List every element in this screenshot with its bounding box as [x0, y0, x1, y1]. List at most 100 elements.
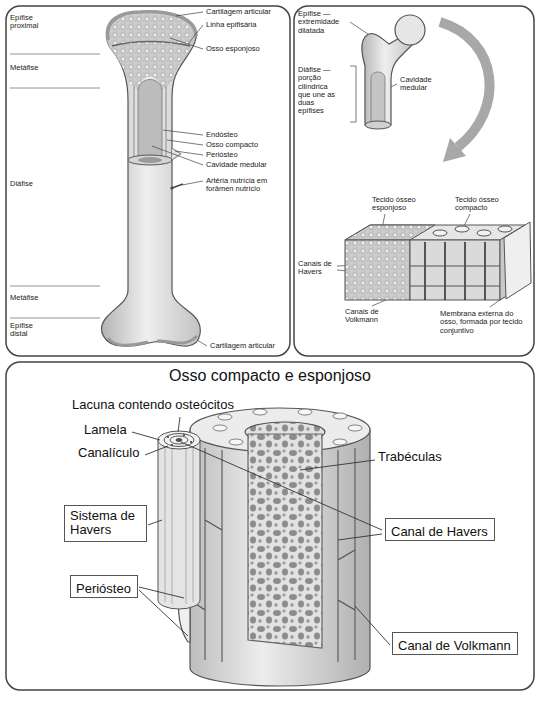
osteon — [158, 431, 200, 609]
anatomy-label: Diáfise — porção cilíndrica que une as d… — [298, 66, 342, 116]
bone-cylinder-part-part — [218, 414, 232, 420]
bottom-leaders-part — [139, 590, 188, 636]
part-label: Lamela — [84, 423, 127, 437]
long-bone-part — [112, 42, 190, 47]
curved-arrow-part — [443, 138, 466, 162]
label-slot: Periósteo — [206, 151, 238, 159]
osteon-part — [167, 434, 192, 446]
zone-dividers-part — [10, 286, 100, 287]
leader-lines-part — [175, 151, 203, 155]
leader-lines-part — [163, 130, 203, 135]
box-text: Periósteo — [76, 582, 131, 596]
zone-dividers-part — [10, 54, 100, 55]
zone-dividers — [10, 54, 100, 318]
label-slot: Canais de Volkmann — [345, 308, 393, 325]
bone-cylinder — [178, 408, 370, 686]
bone-tissue-block-part-part — [433, 230, 447, 236]
osteon-part-part — [165, 446, 166, 602]
label-slot: Artéria nutrícia em forâmen nutrício — [206, 177, 286, 194]
label-slot: Epífise — extremidade dilatada — [298, 10, 348, 35]
bone-tissue-block-part — [410, 266, 500, 286]
bone-cylinder-part-part — [338, 550, 355, 560]
anatomy-label: Osso esponjoso — [206, 45, 260, 53]
label-box: Canal de Havers — [385, 518, 495, 541]
bone-cylinder-part-part — [354, 448, 355, 660]
long-bone — [102, 12, 201, 346]
bone-tissue-block-part-part — [424, 242, 426, 300]
label-slot: Linha epifisária — [206, 21, 256, 29]
long-bone-part — [166, 86, 167, 160]
osteon-part-part — [167, 436, 169, 438]
label-slot: Metáfise — [10, 64, 38, 72]
bone-cylinder-part-part — [213, 425, 227, 431]
long-bone-part — [134, 86, 135, 160]
label-slot: Lacuna contendo osteócitos — [72, 398, 234, 412]
anatomy-label: Metáfise — [10, 64, 38, 72]
osteon-part — [164, 434, 194, 447]
bone-cylinder-part — [190, 520, 355, 610]
anatomy-label: Cartilagem articular — [206, 8, 271, 16]
anatomy-label: Canais de Havers — [298, 260, 336, 277]
femur-head-part — [365, 121, 391, 129]
osteon-part — [176, 439, 182, 442]
long-bone-part — [170, 186, 173, 189]
panel-frames-part — [6, 362, 534, 690]
bottom-leaders-part — [181, 442, 382, 530]
box-text: Sistema de Havers — [70, 509, 140, 538]
leader-lines-part — [350, 66, 356, 122]
bone-cylinder-part — [248, 434, 322, 648]
bottom-leaders-part — [145, 446, 168, 455]
anatomy-label: Diáfise — [10, 180, 33, 188]
anatomy-label: Linha epifisária — [206, 21, 256, 29]
bone-cylinder-part-part — [333, 439, 347, 445]
label-slot: Diáfise — [10, 180, 33, 188]
osteon-part — [158, 440, 200, 609]
label-box: Canal de Volkmann — [392, 632, 518, 655]
bone-tissue-block — [345, 222, 531, 300]
bone-tissue-block-part-part — [410, 285, 500, 286]
bone-tissue-block-part — [433, 226, 512, 236]
bottom-leaders-part — [178, 417, 180, 432]
leader-lines-part — [152, 146, 203, 165]
bottom-leaders-part — [132, 432, 160, 440]
long-bone-part — [138, 80, 162, 161]
bone-cylinder-part — [205, 448, 355, 662]
label-slot: Endósteo — [206, 131, 238, 139]
leader-lines-part — [170, 38, 203, 49]
leader-lines-part — [188, 25, 203, 44]
zone-dividers-part — [10, 88, 100, 89]
label-slot: Epífise distal — [10, 322, 48, 339]
label-slot: Tecido ósseo esponjoso — [372, 196, 424, 213]
osteon-part-part — [183, 434, 185, 436]
anatomy-label: Artéria nutrícia em forâmen nutrício — [206, 177, 286, 194]
diagram-title: Osso compacto e esponjoso — [0, 367, 540, 385]
bone-tissue-block-part — [504, 222, 531, 299]
anatomy-label: Periósteo — [206, 151, 238, 159]
long-bone-part — [107, 12, 196, 40]
bone-tissue-block-part-part — [464, 242, 466, 300]
osteon-part — [158, 431, 200, 449]
bone-cylinder-part-part — [221, 450, 222, 662]
panel-frames-part — [294, 6, 534, 356]
bone-cylinder-part-part — [337, 450, 338, 662]
femur-head-part — [395, 15, 425, 45]
leader-lines-part — [176, 12, 203, 16]
osteon-part-part — [172, 448, 173, 604]
label-slot: Epífise proximal — [10, 14, 48, 31]
leader-lines-part — [350, 22, 368, 34]
curved-arrow-part — [440, 22, 490, 147]
label-box: Periósteo — [70, 575, 138, 598]
bone-cylinder-part-part — [204, 448, 205, 660]
bone-tissue-block-part — [345, 225, 525, 240]
bone-cylinder-part-part — [333, 413, 347, 419]
bottom-leaders — [132, 417, 390, 645]
label-slot: Cavidade medular — [400, 76, 440, 93]
label-box: Sistema de Havers — [64, 505, 147, 542]
bone-cylinder-part-part — [338, 600, 355, 610]
osteon-part — [170, 436, 188, 444]
leader-lines — [152, 12, 514, 346]
long-bone-part — [138, 157, 162, 163]
bone-tissue-block-part-part — [484, 242, 486, 300]
anatomy-label: Canais de Volkmann — [345, 308, 393, 325]
